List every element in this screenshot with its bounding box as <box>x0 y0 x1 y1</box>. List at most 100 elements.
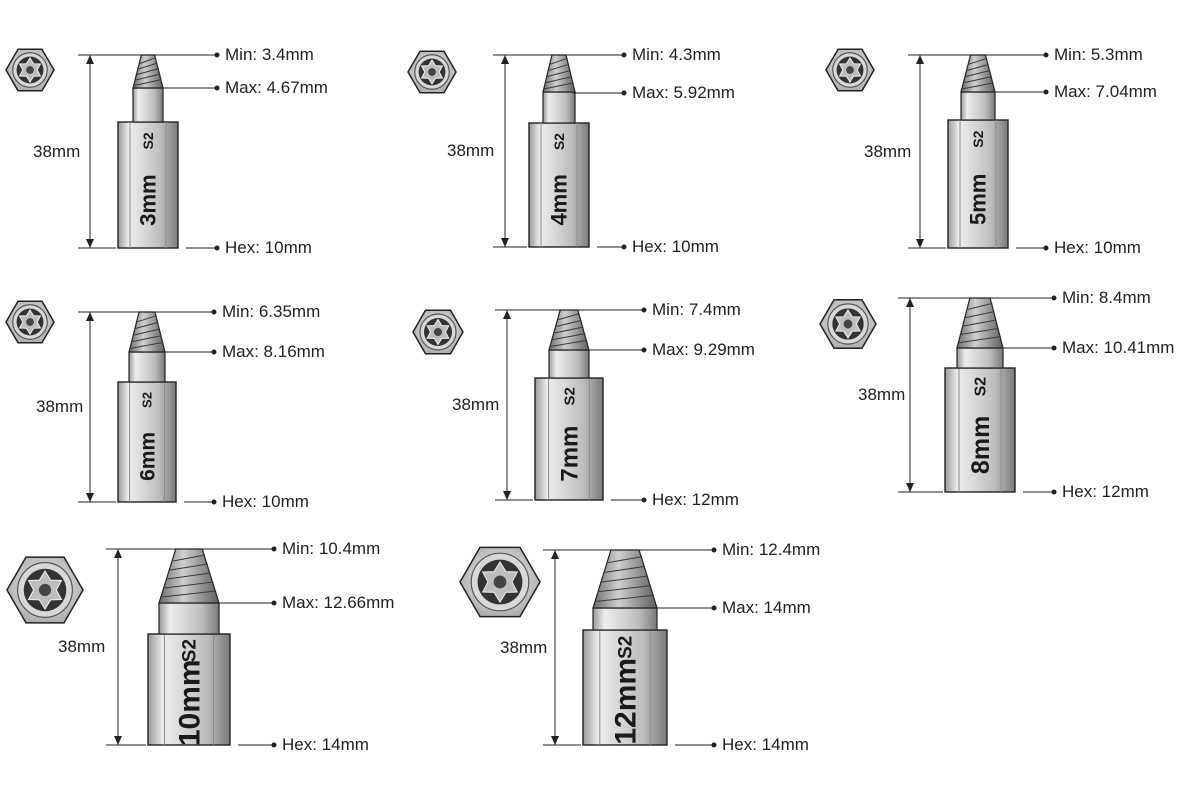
hex-leader-dot <box>211 499 217 505</box>
steel-grade-label: S2 <box>973 377 990 397</box>
hex-leader-dot <box>641 497 647 503</box>
end-view-center <box>428 68 436 76</box>
steel-grade-label: S2 <box>180 639 201 662</box>
spiral-flute-line <box>607 556 643 564</box>
max-diameter-label: Max: 5.92mm <box>632 83 735 102</box>
length-label: 38mm <box>864 141 912 161</box>
arrow-up-icon <box>86 312 94 321</box>
arrow-down-icon <box>906 483 914 492</box>
steel-grade-label: S2 <box>616 636 637 659</box>
hex-shank <box>147 633 231 746</box>
min-diameter-label: Min: 4.3mm <box>632 45 721 64</box>
end-view-center <box>846 66 854 74</box>
min-diameter-label: Min: 8.4mm <box>1062 288 1151 307</box>
hex-size-label: Hex: 14mm <box>282 735 369 754</box>
min-diameter-label: Min: 10.4mm <box>282 539 381 558</box>
arrow-up-icon <box>114 549 122 558</box>
bit-collar <box>960 91 996 121</box>
length-label: 38mm <box>33 141 81 161</box>
max-leader-dot <box>1043 89 1049 95</box>
bit-size-label: 12mm <box>610 658 643 745</box>
spiral-flute-line <box>967 302 993 310</box>
min-leader-dot <box>1043 52 1049 58</box>
arrow-up-icon <box>906 298 914 307</box>
max-leader-dot <box>271 600 277 606</box>
bit-size-label: 4mm <box>547 174 572 225</box>
spiral-flute-line <box>139 57 157 64</box>
spiral-flute-line <box>133 328 161 336</box>
min-leader-dot <box>711 547 717 553</box>
bit-3mm: 3mm S2 <box>5 48 220 251</box>
bit-size-label: 3mm <box>136 174 161 225</box>
end-view-center <box>843 319 853 329</box>
length-label: 38mm <box>447 141 495 160</box>
end-view-center <box>26 66 34 74</box>
spiral-flute-line <box>544 82 574 90</box>
spiral-flute-line <box>167 572 211 580</box>
spiral-flute-line <box>548 63 570 71</box>
spiral-flute-line <box>135 321 159 329</box>
max-leader-dot <box>1051 345 1057 351</box>
length-label: 38mm <box>58 637 106 656</box>
hex-size-label: Hex: 14mm <box>722 735 809 754</box>
hex-leader-dot <box>1043 245 1049 251</box>
spiral-flute-line <box>556 319 582 327</box>
bit-collar <box>542 91 576 124</box>
bit-collar <box>158 602 220 635</box>
spiral-flute-line <box>601 575 649 583</box>
min-leader-dot <box>214 52 220 58</box>
bit-size-label: 8mm <box>967 416 995 474</box>
arrow-down-icon <box>86 493 94 502</box>
spiral-flute-line <box>130 341 164 349</box>
arrow-down-icon <box>501 238 509 247</box>
spiral-flute-line <box>959 336 1001 344</box>
spiral-flute-line <box>961 327 999 335</box>
spiral-flute-line <box>164 581 214 589</box>
spiral-flute-line <box>604 565 646 573</box>
min-diameter-label: Min: 12.4mm <box>722 540 821 559</box>
steel-grade-label: S2 <box>140 132 156 149</box>
steel-grade-label: S2 <box>561 387 578 405</box>
bit-collar <box>132 87 164 123</box>
hex-shank <box>528 122 590 248</box>
arrow-down-icon <box>551 736 559 745</box>
max-diameter-label: Max: 9.29mm <box>652 340 755 359</box>
min-leader-dot <box>641 307 647 313</box>
hex-shank <box>534 377 604 501</box>
spiral-flute-line <box>550 57 568 65</box>
spiral-flute-line <box>968 57 988 65</box>
spiral-flute-line <box>172 554 206 562</box>
length-label: 38mm <box>858 385 906 404</box>
min-leader-dot <box>271 546 277 552</box>
max-leader-dot <box>211 349 217 355</box>
min-diameter-label: Min: 5.3mm <box>1054 45 1143 64</box>
spiral-flute-line <box>132 335 162 343</box>
hex-leader-dot <box>711 742 717 748</box>
spiral-flute-line <box>965 311 995 319</box>
bit-collar <box>548 349 590 379</box>
hex-shank <box>582 629 668 746</box>
hex-size-label: Hex: 10mm <box>225 238 312 257</box>
spiral-flute-line <box>547 70 571 77</box>
bit-size-label: 10mm <box>174 659 207 746</box>
hex-leader-dot <box>214 245 220 251</box>
min-leader-dot <box>621 52 627 58</box>
spiral-flute-line <box>558 313 580 321</box>
arrow-down-icon <box>916 239 924 248</box>
max-diameter-label: Max: 7.04mm <box>1054 82 1157 101</box>
spiral-flute-line <box>965 70 991 77</box>
end-view-center <box>26 318 34 326</box>
bit-size-label: 5mm <box>966 174 991 225</box>
end-view-center <box>493 575 507 589</box>
steel-grade-label: S2 <box>140 392 155 408</box>
spiral-flute-line <box>962 82 994 90</box>
bit-collar <box>592 607 658 631</box>
end-view-center <box>38 583 52 597</box>
min-diameter-label: Min: 3.4mm <box>225 45 314 64</box>
arrow-down-icon <box>114 736 122 745</box>
min-leader-dot <box>1051 295 1057 301</box>
